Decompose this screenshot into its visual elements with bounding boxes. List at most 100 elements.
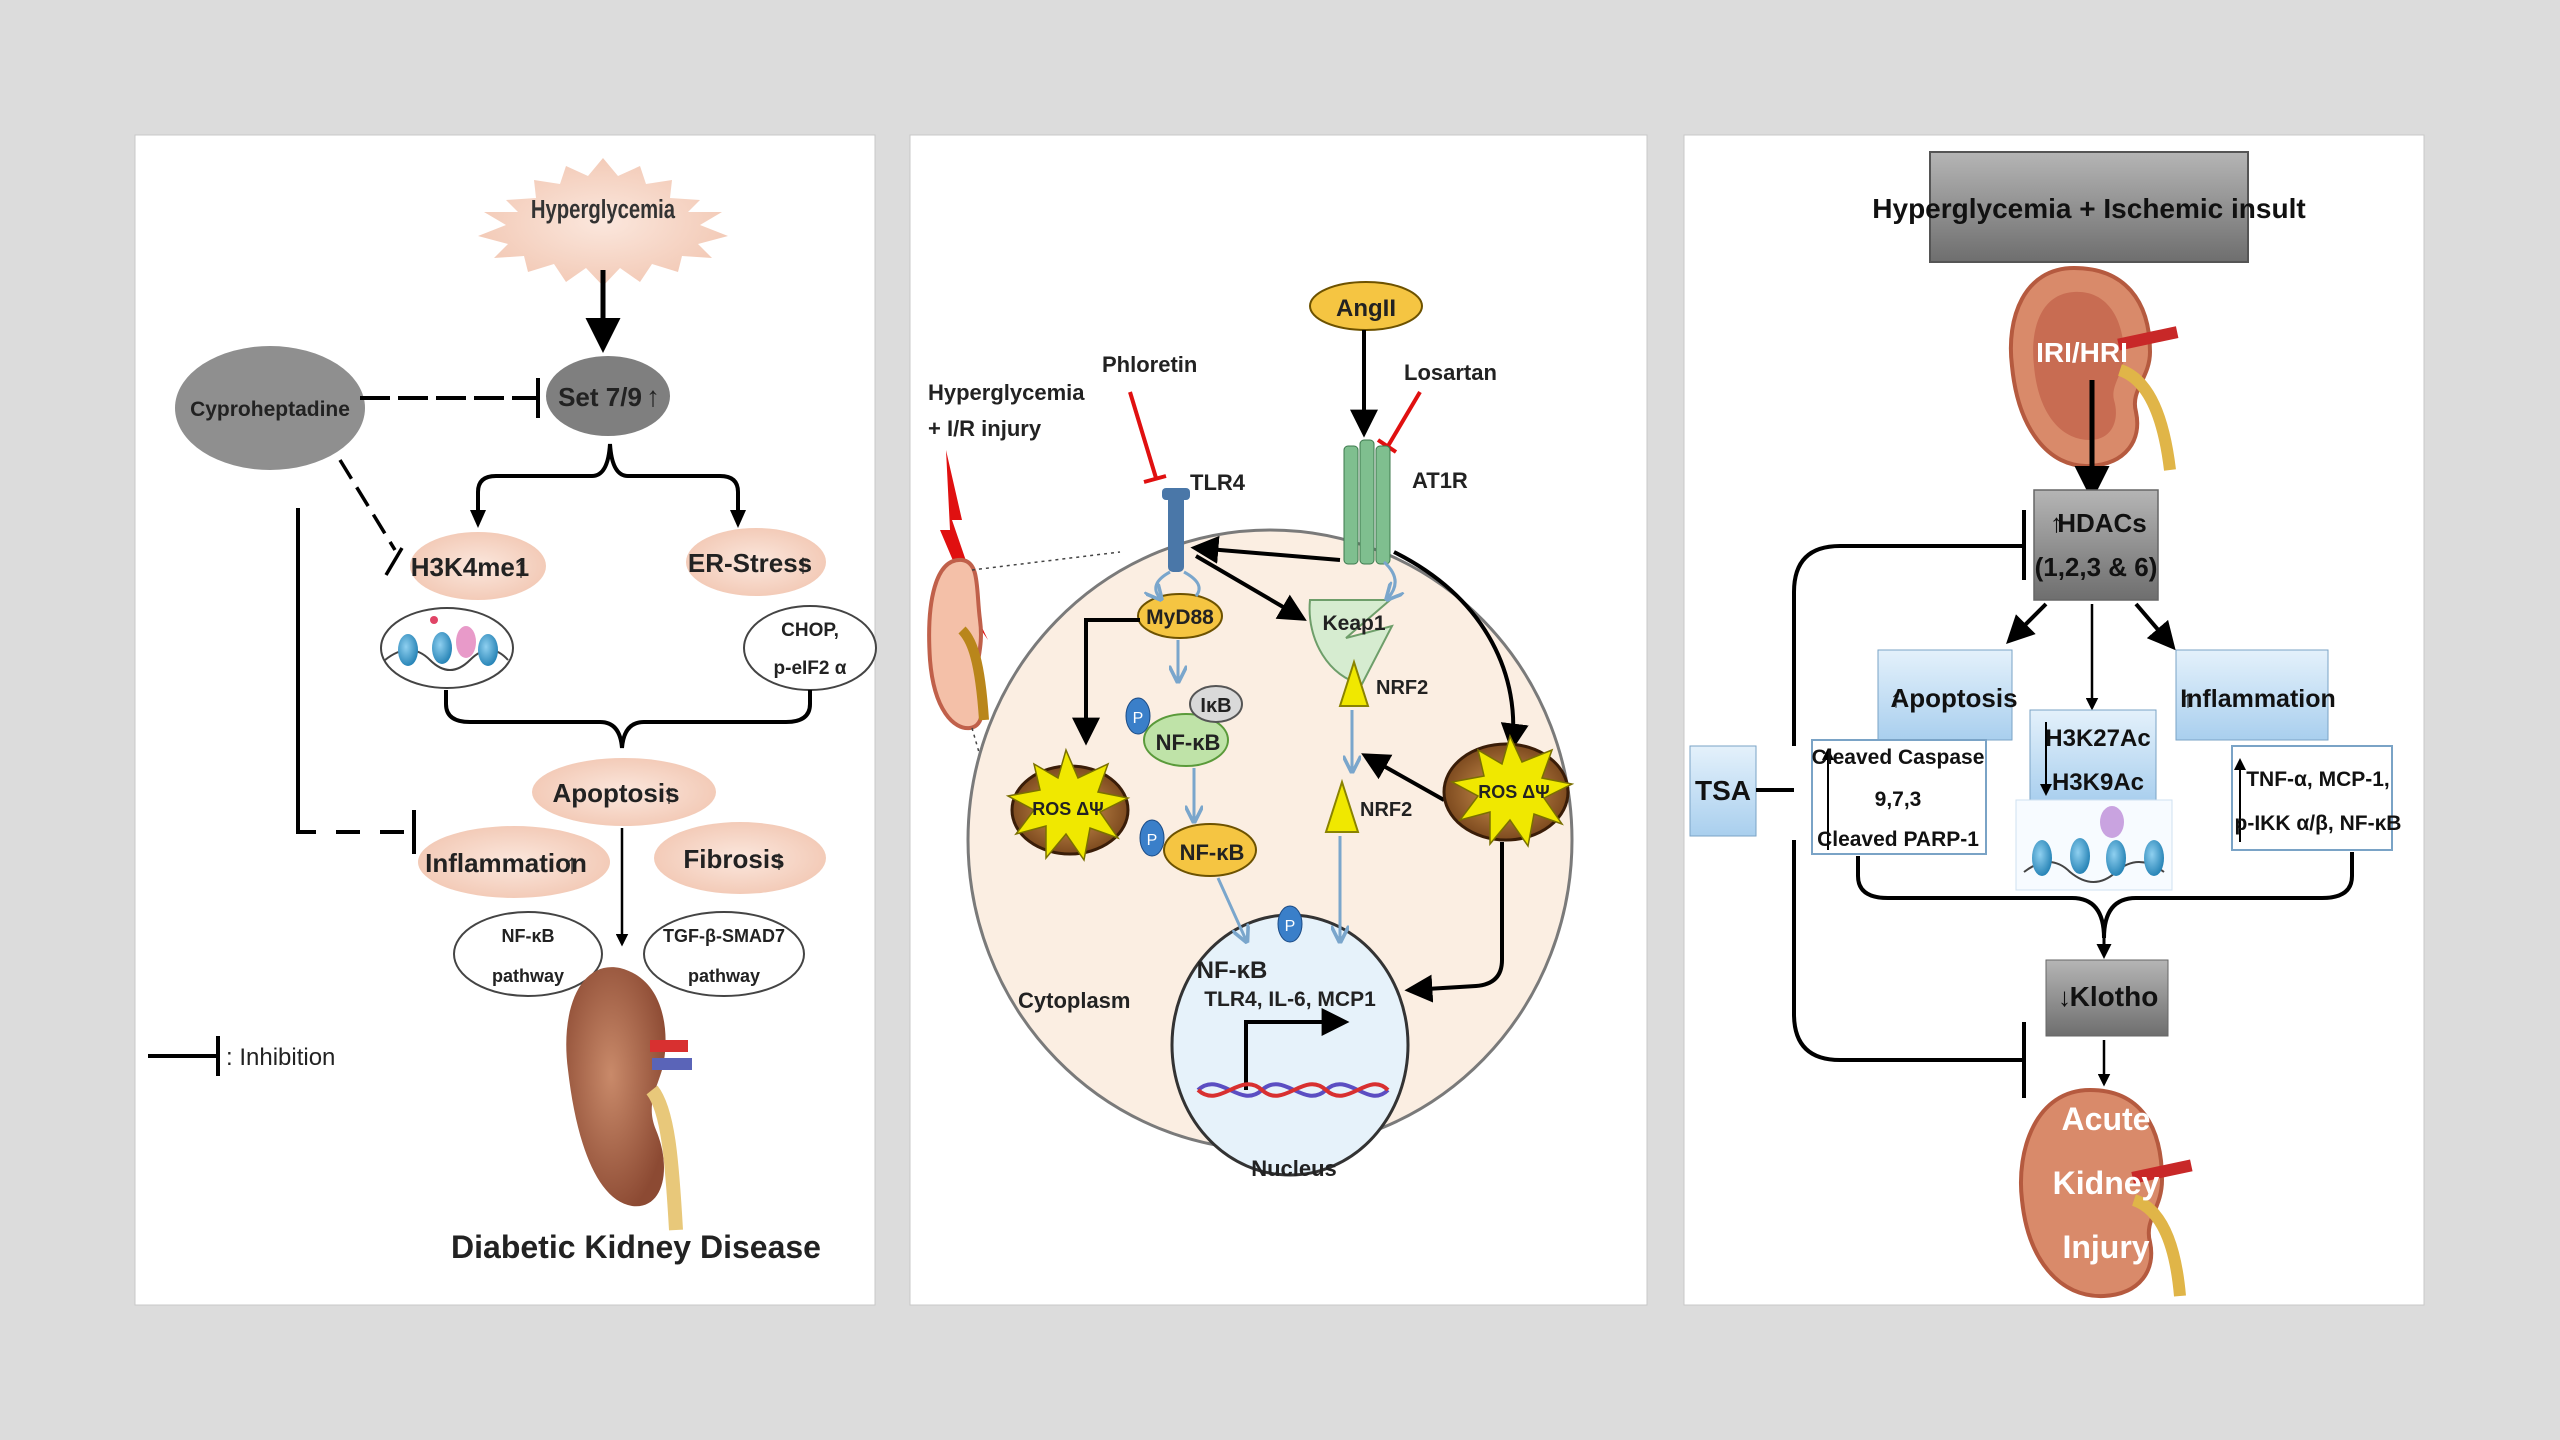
- ros-burst-right: [1449, 733, 1575, 848]
- inflammation-node: [418, 826, 610, 898]
- nfkb-free-label: NF-κB: [1180, 840, 1245, 865]
- inhibit-cypro-h3k4: [338, 459, 397, 551]
- hdacs-line1: HDACs: [2057, 508, 2147, 538]
- phospho-label: P: [1133, 710, 1144, 727]
- nrf2-triangle-1: [1338, 658, 1370, 707]
- losartan-label: Losartan: [1404, 360, 1497, 385]
- up-arrow-head: [2234, 758, 2246, 770]
- arrow-myd88-ros: [1072, 618, 1140, 746]
- hyperglycemia-burst: [478, 158, 728, 286]
- apoptosis-box: [1877, 649, 2013, 741]
- fibrosis-node: [654, 822, 826, 894]
- nrf2-label-1: NRF2: [1376, 677, 1428, 699]
- phospho-label: P: [1285, 918, 1296, 935]
- inhibit-losartan-line: [1386, 390, 1422, 448]
- ikb-node: [1189, 685, 1243, 723]
- caspase-line2: 9,7,3: [1875, 788, 1922, 811]
- cyproheptadine-node: [175, 346, 365, 470]
- nucleus: [1170, 913, 1410, 1177]
- cyproheptadine-label: Cyproheptadine: [190, 398, 350, 421]
- up-arrow-head: [1822, 748, 1834, 760]
- apoptosis-node: [532, 758, 716, 826]
- angii-label: AngII: [1336, 295, 1396, 322]
- curved-arrow-at1r-keap1: [1384, 560, 1395, 598]
- tlr4-label: TLR4: [1190, 470, 1246, 495]
- h3k4me1-label: H3K4me1: [411, 552, 530, 582]
- hyperglycemia-label: Hyperglycemia: [531, 195, 676, 224]
- set79-label: Set 7/9: [558, 382, 642, 412]
- histone-acetylation-box: [2029, 709, 2157, 803]
- histone-icon: [2032, 840, 2052, 876]
- nrf2-triangle-2: [1324, 778, 1360, 833]
- caspase-line3: Cleaved PARP-1: [1817, 828, 1979, 851]
- methyl-mark-icon: [430, 616, 438, 624]
- arrowhead-h3k4: [470, 510, 486, 528]
- up-arrow-icon: ↑: [796, 548, 810, 579]
- kidney-aki-pelvis: [2131, 1194, 2186, 1297]
- merge-brace: [444, 690, 812, 749]
- tgf-pathway-line2: pathway: [688, 966, 760, 986]
- caspase-box: [1811, 739, 1987, 855]
- arrow-hdacs-apoptosis: [2006, 602, 2048, 644]
- tgf-pathway-line1: TGF-β-SMAD7: [663, 926, 785, 946]
- up-arrow-icon: ↑: [646, 381, 660, 412]
- at1r-label: AT1R: [1412, 468, 1468, 493]
- kidney-illustration: [566, 967, 666, 1207]
- hdacs-box: [2033, 489, 2159, 601]
- inhibit-phloretin-line: [1128, 391, 1158, 479]
- hyper-ir-line1: Hyperglycemia: [928, 380, 1085, 405]
- nfkb-complex-node: [1143, 713, 1229, 767]
- small-kidney-icon: [927, 557, 985, 731]
- myd88-label: MyD88: [1146, 606, 1214, 629]
- arrowhead-erstress: [730, 510, 746, 528]
- dna-helix-strand2: [1196, 1082, 1390, 1098]
- tsa-box: [1689, 745, 1757, 837]
- aki-line2: Kidney: [2053, 1165, 2160, 1201]
- up-arrow-icon: ↑: [2050, 508, 2063, 538]
- er-stress-node: [686, 528, 826, 596]
- h3k9ac-label: H3K9Ac: [2052, 769, 2144, 796]
- phloretin-label: Phloretin: [1102, 352, 1197, 377]
- apoptosis-label: Apoptosis: [552, 778, 679, 808]
- inhibit-bar-h3k4: [384, 547, 404, 576]
- down-arrow-icon: ↓: [2058, 982, 2071, 1012]
- transcription-arrow: [1244, 1008, 1350, 1090]
- inflammation-box-label: Inflammation: [2180, 685, 2336, 713]
- set79-node: [546, 356, 670, 436]
- histone-icon: [2070, 838, 2090, 874]
- aki-line1: Acute: [2062, 1101, 2151, 1137]
- renal-artery-icon: [650, 1040, 688, 1052]
- nfkb-free-node: [1163, 823, 1257, 877]
- nucleus-genes-label: TLR4, IL-6, MCP1: [1204, 988, 1376, 1011]
- down-arrow-head: [2040, 784, 2052, 796]
- up-arrow-icon: ↑: [662, 778, 676, 809]
- arrow-at1r-tlr4: [1190, 535, 1341, 564]
- peif2-label: p-eIF2 α: [774, 658, 847, 679]
- at1r-receptor-3: [1375, 445, 1391, 565]
- tlr4-receptor: [1168, 494, 1184, 572]
- lightning-bolt-icon: [940, 450, 988, 640]
- at1r-receptor-2: [1359, 439, 1375, 565]
- tgf-pathway-oval: [643, 911, 805, 997]
- tnf-box: [2231, 745, 2393, 851]
- curved-arrow-tlr4-myd88-2: [1183, 570, 1201, 597]
- histone-icon: [432, 632, 452, 664]
- histone-icon: [398, 634, 418, 666]
- up-arrow-icon: ↑: [565, 848, 579, 879]
- kidney-iri-inner: [2033, 291, 2125, 440]
- er-stress-label: ER-Stress: [688, 548, 812, 578]
- ros-burst-left: [1005, 747, 1131, 862]
- up-arrow-icon: ↑: [772, 844, 786, 875]
- up-arrow-icon: ↑: [514, 552, 528, 583]
- histone-icon: [2144, 840, 2164, 876]
- kidney-iri-pelvis: [2117, 364, 2176, 471]
- nucleus-label: Nucleus: [1251, 1156, 1337, 1181]
- renal-artery-icon: [2131, 1159, 2193, 1184]
- fibrosis-label: Fibrosis: [683, 844, 784, 874]
- ikb-label: IκB: [1200, 695, 1231, 717]
- legend-inhibition-label: : Inhibition: [226, 1044, 335, 1071]
- split-bracket-set79: [476, 443, 740, 512]
- nfkb-pathway-oval: [453, 911, 603, 997]
- ischemic-title-box: [1929, 151, 2249, 263]
- nfkb-complex-label: NF-κB: [1156, 730, 1221, 755]
